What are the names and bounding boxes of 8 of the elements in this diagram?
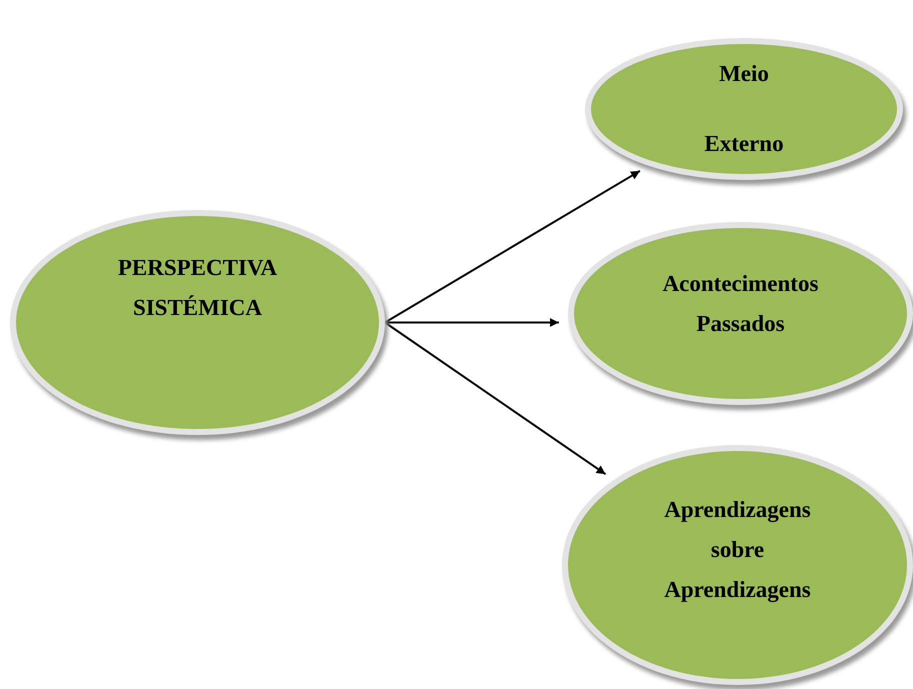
node-label: PERSPECTIVA SISTÉMICA: [116, 254, 278, 322]
node-label: Acontecimentos Passados: [662, 270, 820, 338]
arrow: [385, 318, 559, 327]
arrow: [384, 170, 640, 324]
node-label: Aprendizagens sobre Aprendizagens: [663, 496, 812, 604]
node-label: Externo: [704, 130, 784, 158]
arrow: [384, 322, 606, 476]
node-label: Meio: [719, 60, 769, 88]
